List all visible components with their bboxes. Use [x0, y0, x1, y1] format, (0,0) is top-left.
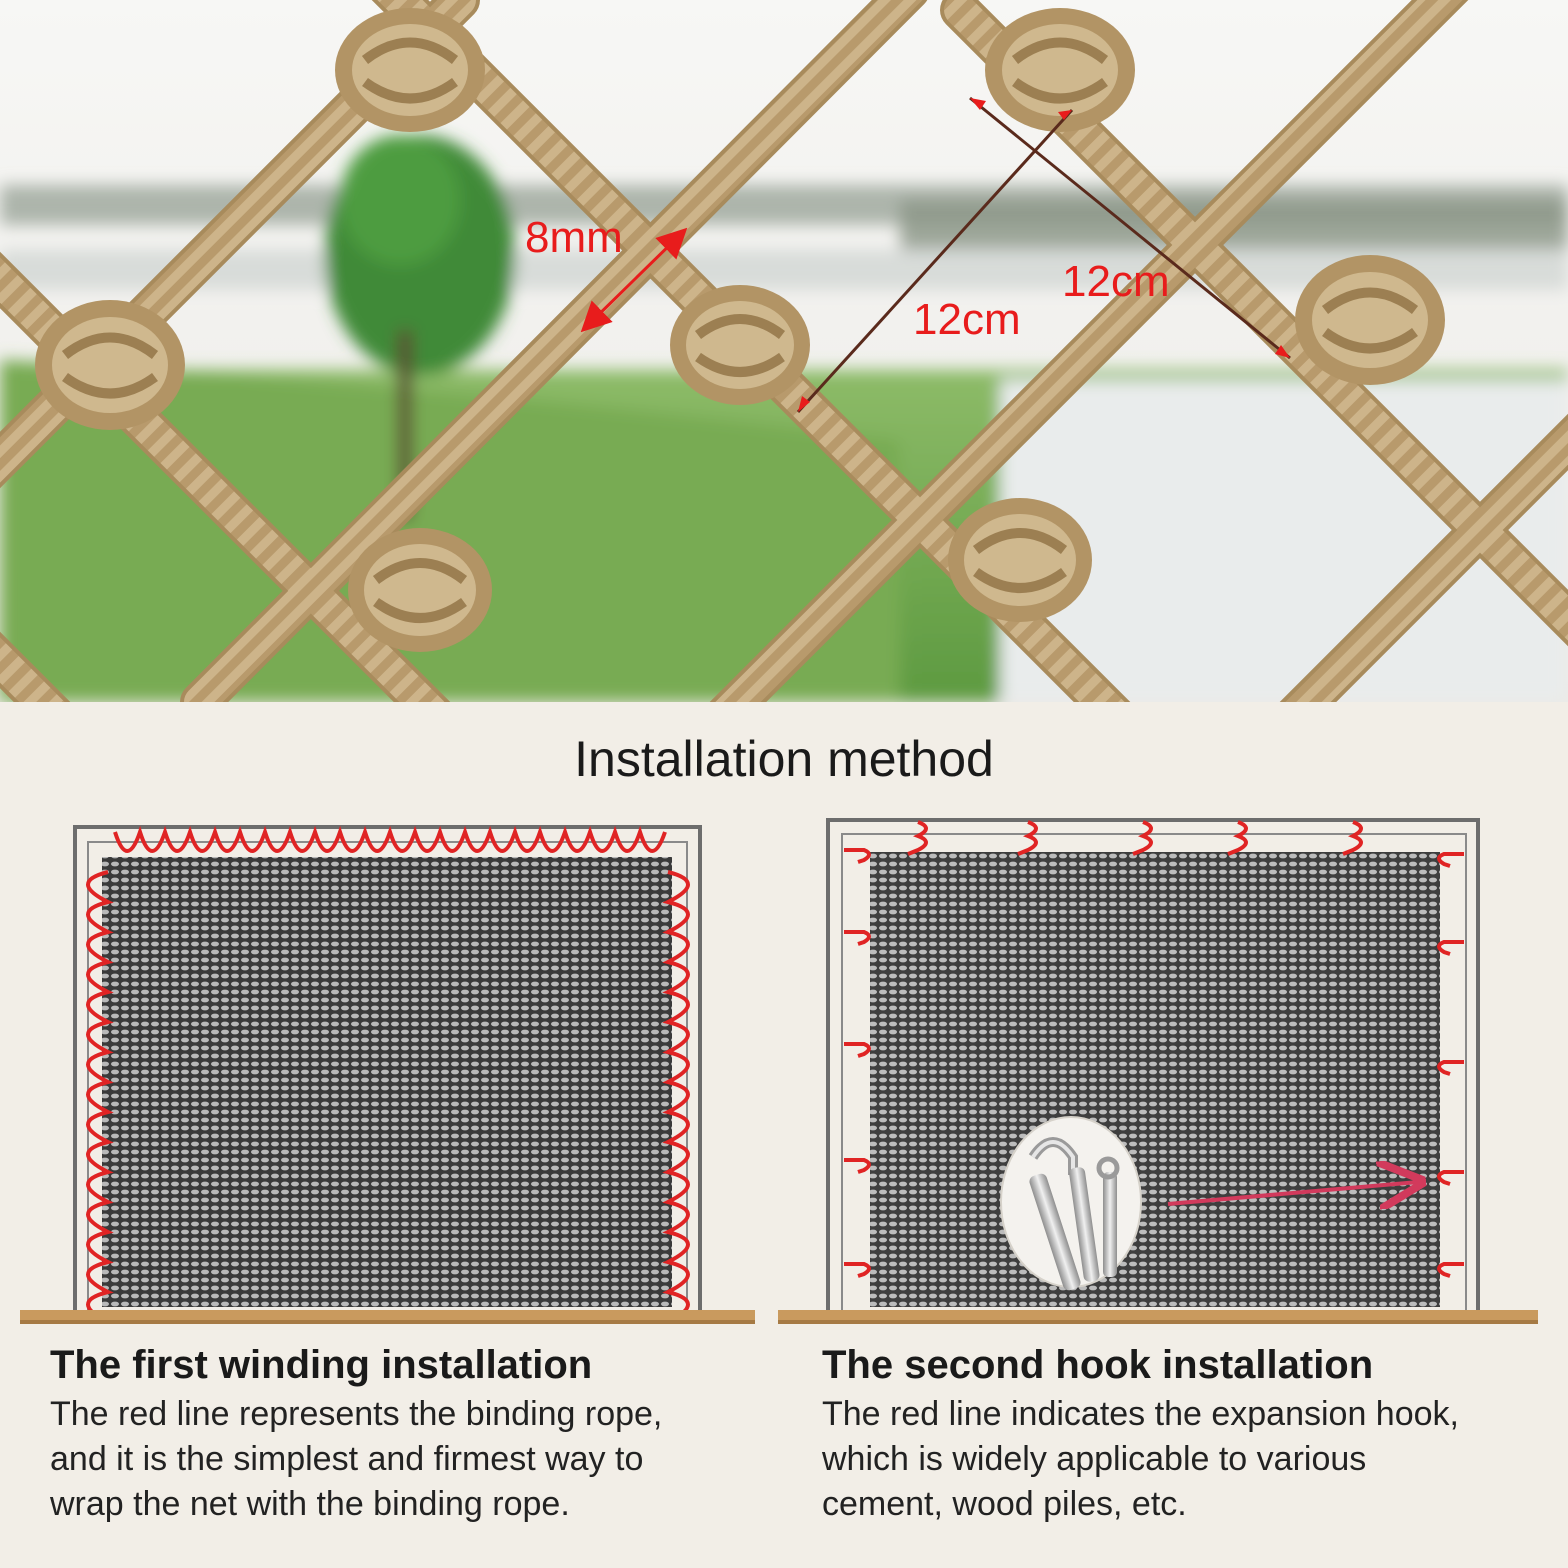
section-title: Installation method — [574, 731, 994, 787]
hook-title: The second hook installation — [822, 1343, 1374, 1387]
expansion-hook-icon — [1000, 1116, 1142, 1291]
rope-net-photo: 8mm 12cm 12cm — [0, 0, 1568, 702]
hook-line-1: The red line indicates the expansion hoo… — [822, 1395, 1459, 1433]
winding-title: The first winding installation — [50, 1343, 593, 1387]
hook-line-3: cement, wood piles, etc. — [822, 1485, 1187, 1523]
winding-line-2: and it is the simplest and firmest way t… — [50, 1440, 644, 1478]
mesh-side-b-label: 12cm — [1062, 257, 1170, 306]
winding-line-3: wrap the net with the binding rope. — [50, 1485, 570, 1523]
winding-line-1: The red line represents the binding rope… — [50, 1395, 663, 1433]
mesh-side-a-label: 12cm — [913, 295, 1021, 344]
hook-icon — [844, 820, 1464, 1278]
winding-illustration — [20, 825, 755, 1324]
winding-diagram — [20, 812, 755, 1332]
hook-illustration — [778, 818, 1538, 1324]
rope-net-illustration — [0, 0, 1568, 702]
hook-description: The red line indicates the expansion hoo… — [822, 1392, 1542, 1527]
hook-line-2: which is widely applicable to various — [822, 1440, 1367, 1478]
installation-panel: Installation method — [0, 702, 1568, 1568]
hook-diagram — [778, 812, 1538, 1332]
winding-caption: The first winding installation The red l… — [50, 1342, 770, 1527]
rope-diameter-label: 8mm — [525, 213, 623, 262]
hook-caption: The second hook installation The red lin… — [822, 1342, 1542, 1527]
dimension-arrows — [580, 96, 1291, 414]
winding-description: The red line represents the binding rope… — [50, 1392, 770, 1527]
knot-group — [35, 8, 1445, 652]
